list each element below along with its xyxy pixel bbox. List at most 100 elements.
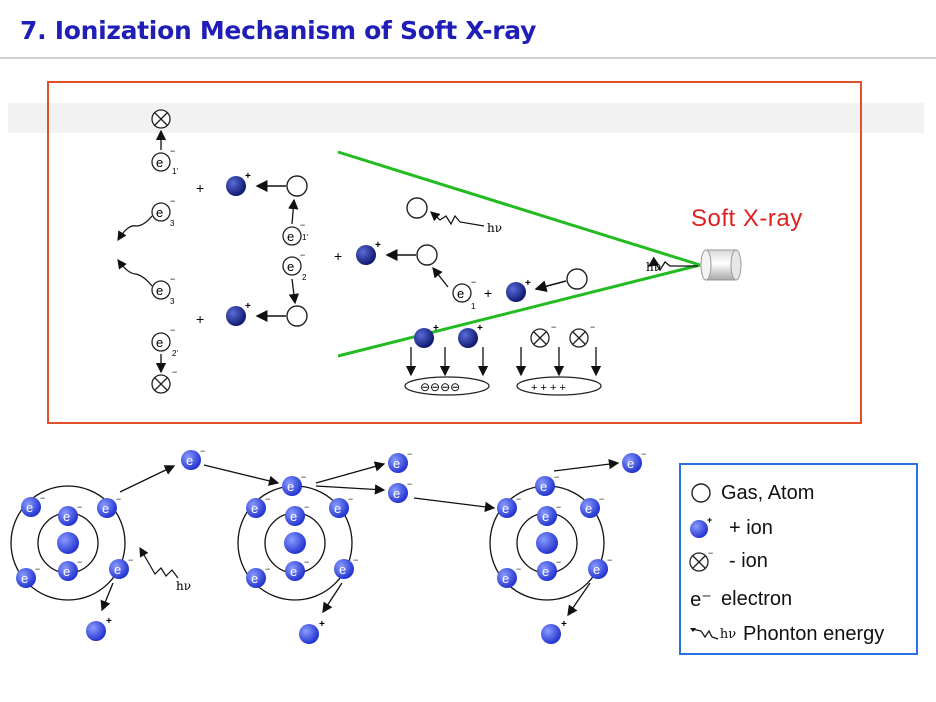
electron-e3: e − 3 (151, 196, 175, 228)
photon-wave (139, 546, 179, 579)
photon-wave (430, 211, 485, 227)
gas-atom (286, 175, 308, 197)
svg-text:+: + (375, 240, 381, 251)
positive-ion (86, 621, 106, 641)
gas-atom-icon (681, 482, 721, 504)
legend-item-negative-ion: − - ion (681, 546, 768, 576)
electron-ball-label: e (186, 453, 193, 468)
svg-text:hν: hν (487, 221, 502, 235)
electron-ball-charge: − (40, 493, 45, 503)
electron-ball-label: e (585, 501, 592, 516)
electron-ball-charge: − (116, 494, 121, 504)
electron-ball-charge: − (200, 446, 205, 456)
svg-text:+: + (484, 285, 492, 301)
svg-text:1': 1' (172, 167, 178, 176)
svg-text:+: + (707, 515, 712, 525)
electron-ball-charge: − (516, 494, 521, 504)
electron-ball-label: e (339, 562, 346, 577)
beam-lower-edge (337, 263, 701, 358)
electron-ball (334, 559, 354, 579)
electron-e3: e − 3 (151, 274, 175, 306)
svg-text:e: e (457, 286, 464, 301)
gas-atom (566, 268, 588, 290)
svg-text:+: + (245, 171, 251, 182)
svg-text:e: e (287, 229, 294, 244)
electron-ball-charge: − (128, 555, 133, 565)
electron-ball-label: e (287, 479, 294, 494)
hv-label: hν (646, 260, 661, 274)
electron-e2: e − 2 (282, 250, 307, 282)
photon-wave (647, 256, 698, 272)
svg-text:−: − (471, 277, 476, 287)
electron-ball-label: e (502, 501, 509, 516)
negative-ion (569, 328, 589, 348)
electron-ball (497, 568, 517, 588)
electron-ball (21, 497, 41, 517)
positive-ion (414, 328, 434, 348)
positive-ion (226, 176, 246, 196)
electron-ball-label: e (251, 571, 258, 586)
svg-text:+: + (477, 323, 483, 334)
svg-text:+: + (319, 619, 325, 630)
title-divider (0, 57, 936, 59)
positive-ion (506, 282, 526, 302)
electron-e1-prime: e − 1' (282, 220, 308, 246)
svg-text:+: + (334, 248, 342, 264)
svg-text:−: − (551, 322, 556, 332)
electron-ball-label: e (102, 501, 109, 516)
electron-ball-charge: − (607, 555, 612, 565)
electron-ball-charge: − (35, 564, 40, 574)
positive-ion (458, 328, 478, 348)
electron-ball-label: e (26, 500, 33, 515)
svg-text:e: e (156, 283, 163, 298)
electron-e1-prime: e − 1' (151, 146, 178, 176)
svg-text:e: e (156, 155, 163, 170)
electron-e2-prime: e − 2' (151, 325, 178, 358)
positive-ion-icon: + (681, 515, 721, 541)
legend-box: Gas, Atom + + ion − - ion e⁻ electron (679, 463, 918, 655)
electron-ball-label: e (290, 509, 297, 524)
ionization-diagram-frame (47, 81, 862, 424)
svg-text:e: e (156, 335, 163, 350)
svg-text:+: + (561, 619, 567, 630)
plate-positive-label: + + + + (531, 382, 566, 394)
page-title: 7. Ionization Mechanism of Soft X-ray (20, 16, 537, 45)
electron-ball-charge: − (77, 502, 82, 512)
negative-ion (151, 374, 171, 394)
electron-ball (246, 498, 266, 518)
electron-ball-label: e (542, 564, 549, 579)
electron-ball (282, 476, 302, 496)
photon-icon: hν (681, 625, 743, 643)
electron-balls: e−e−e−e−e−e−e−e−e−e−e−e−e−e−e−e−e−e−e−e−… (16, 446, 646, 588)
electron-ball (622, 453, 642, 473)
electron-ball (537, 506, 557, 526)
legend-item-electron: e⁻ electron (681, 584, 792, 614)
svg-text:e: e (287, 259, 294, 274)
positive-ion (299, 624, 319, 644)
electron-ball-charge: − (304, 557, 309, 567)
electron-ball-charge: − (599, 494, 604, 504)
soft-xray-label: Soft X-ray (691, 205, 803, 232)
svg-text:2': 2' (172, 349, 178, 358)
electron-ball-charge: − (265, 494, 270, 504)
electron-ball (16, 568, 36, 588)
electron-ball-charge: − (554, 472, 559, 482)
electron-ball (285, 561, 305, 581)
svg-text:−: − (170, 196, 175, 206)
electron-ball (535, 476, 555, 496)
electron-ball (58, 561, 78, 581)
electron-ball-charge: − (407, 449, 412, 459)
electron-ball-charge: − (556, 557, 561, 567)
electron-ball-label: e (63, 564, 70, 579)
electron-ball-charge: − (556, 502, 561, 512)
svg-text:+: + (196, 180, 204, 196)
positive-ion (226, 306, 246, 326)
electron-icon: e⁻ (690, 588, 712, 611)
positive-ion (356, 245, 376, 265)
svg-text:2: 2 (302, 273, 307, 282)
electron-ball (109, 559, 129, 579)
svg-text:+: + (196, 311, 204, 327)
svg-text:−: − (300, 250, 305, 260)
electron-ball-charge: − (265, 564, 270, 574)
svg-text:−: − (170, 325, 175, 335)
